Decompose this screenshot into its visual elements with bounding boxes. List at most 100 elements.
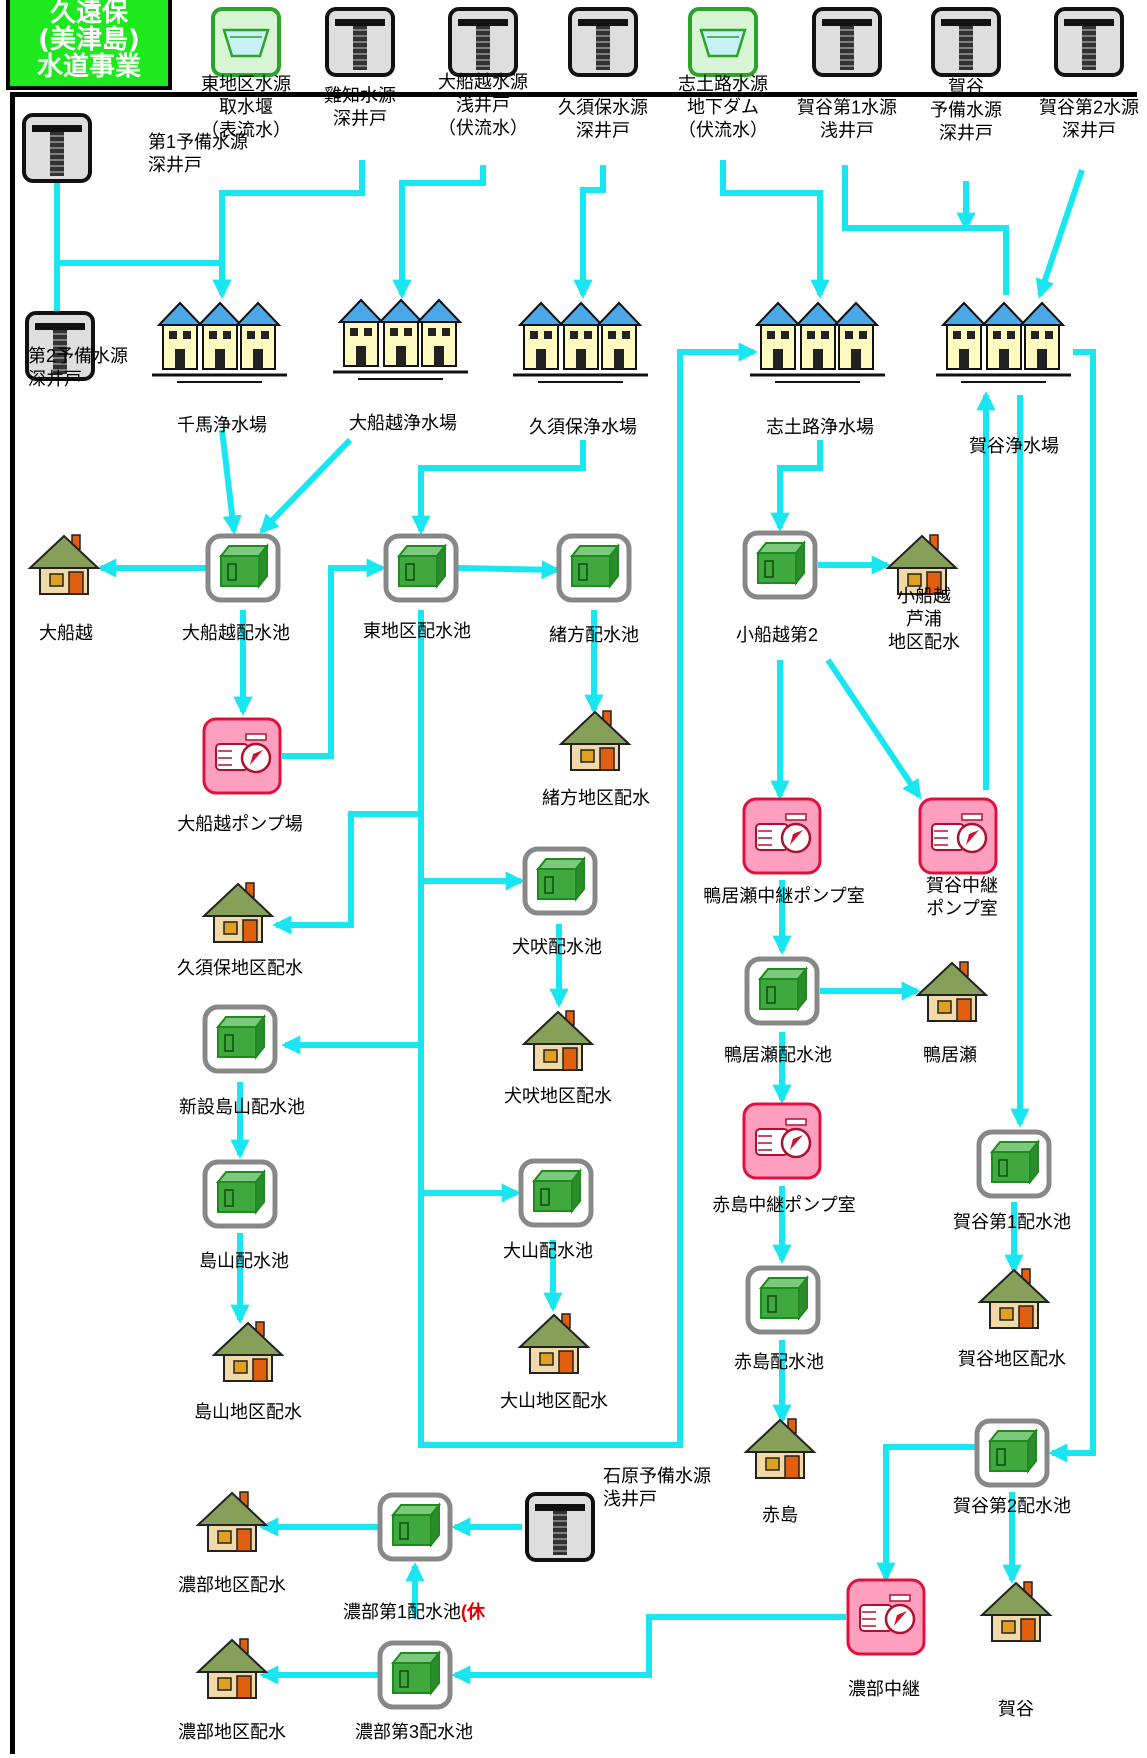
src-kaya2-label: 賀谷第2水源 bbox=[1039, 97, 1139, 117]
dist-oyama: 大山地区配水 bbox=[500, 1313, 608, 1411]
pipe bbox=[825, 658, 922, 800]
dist-nobu3: 濃部地区配水 bbox=[178, 1638, 286, 1742]
dist-kusubo-label: 久須保地区配水 bbox=[177, 958, 303, 978]
pump-akashima: 赤島中継ポンプ室 bbox=[712, 1102, 856, 1215]
res-kaya2-icon bbox=[974, 1418, 1050, 1488]
pipe bbox=[1035, 169, 1085, 299]
res-ofunakoshi-icon bbox=[205, 533, 281, 603]
src-ofunakoshi-label: （伏流水） bbox=[438, 118, 528, 138]
src-ofunakoshi-label: 浅井戸 bbox=[456, 95, 510, 115]
system-frame bbox=[10, 92, 1137, 1754]
res-kamoise-label: 鴨居瀬配水池 bbox=[724, 1045, 832, 1065]
res-shinsetsu: 新設島山配水池 bbox=[179, 1004, 305, 1117]
dist-kofunakoshi-label: 小船越 bbox=[897, 586, 951, 606]
pipe bbox=[411, 440, 586, 535]
src-higashi-label: 取水堰 bbox=[219, 97, 273, 117]
pump-akashima-icon bbox=[742, 1102, 822, 1180]
pipe bbox=[451, 1614, 846, 1685]
pipe-layer bbox=[54, 160, 1096, 1685]
src-shitoro-label: 志土路水源 bbox=[678, 74, 768, 94]
src-kaya2-icon bbox=[1054, 7, 1124, 77]
dist-nobu3-icon bbox=[195, 1638, 269, 1699]
res-ogata-icon bbox=[556, 533, 632, 603]
src-yobi1-label: 深井戸 bbox=[148, 155, 202, 175]
pump-ofunakoshi: 大船越ポンプ場 bbox=[177, 717, 303, 834]
res-kamoise: 鴨居瀬配水池 bbox=[724, 956, 832, 1065]
pump-ofunakoshi-label: 大船越ポンプ場 bbox=[177, 814, 302, 834]
plant-chiuma: 千馬浄水場 bbox=[152, 301, 287, 435]
dist-nobu3-label: 濃部地区配水 bbox=[178, 1722, 286, 1742]
res-oyama-icon bbox=[518, 1158, 594, 1228]
src-higashi-label: （表流水） bbox=[201, 120, 291, 140]
pipe bbox=[720, 160, 830, 299]
pump-kaya-icon bbox=[918, 797, 998, 875]
src-shitoro-label: （伏流水） bbox=[678, 120, 768, 140]
pipe bbox=[272, 811, 421, 935]
plant-shitoro: 志土路浄水場 bbox=[750, 301, 885, 437]
dist-shimayama: 島山地区配水 bbox=[194, 1321, 302, 1422]
res-akashima-icon bbox=[745, 1265, 821, 1335]
res-ogata: 緒方配水池 bbox=[549, 533, 639, 645]
res-inubuki-label: 犬吠配水池 bbox=[512, 937, 602, 957]
res-shimayama-label: 島山配水池 bbox=[199, 1251, 289, 1271]
dist-ofunakoshi: 大船越 bbox=[27, 534, 101, 643]
src-ofunakoshi-icon bbox=[448, 7, 518, 77]
res-higashi: 東地区配水池 bbox=[363, 533, 471, 641]
plant-kusubo-label: 久須保浄水場 bbox=[529, 417, 637, 437]
title-line-1: 久遠保 bbox=[49, 0, 128, 28]
dist-ofunakoshi-label: 大船越 bbox=[39, 623, 93, 643]
res-shinsetsu-label: 新設島山配水池 bbox=[179, 1097, 305, 1117]
dist-kaya-area-icon bbox=[977, 1268, 1051, 1329]
plant-shitoro-icon bbox=[750, 301, 885, 383]
dist-kamoise-icon bbox=[915, 961, 989, 1022]
pump-kamoise-label: 鴨居瀬中継ポンプ室 bbox=[703, 886, 864, 906]
pipe bbox=[457, 560, 561, 580]
res-inubuki: 犬吠配水池 bbox=[512, 846, 602, 957]
dist-nobu1-label: 濃部地区配水 bbox=[178, 1575, 286, 1595]
dist-ogata-icon bbox=[558, 710, 632, 771]
res-kaya1: 賀谷第1配水池 bbox=[953, 1129, 1071, 1232]
plant-kusubo: 久須保浄水場 bbox=[513, 301, 648, 437]
pump-akashima-label: 赤島中継ポンプ室 bbox=[712, 1195, 855, 1215]
res-nobu1-status: (休 bbox=[461, 1601, 486, 1622]
src-kusubo-icon bbox=[568, 7, 638, 77]
pipe bbox=[842, 165, 1009, 295]
pump-kaya-label: 賀谷中継 bbox=[926, 875, 998, 895]
res-nobu3-label: 濃部第3配水池 bbox=[355, 1722, 473, 1742]
res-oyama-label: 大山配水池 bbox=[503, 1241, 593, 1261]
res-higashi-icon bbox=[383, 533, 459, 603]
pump-ofunakoshi-icon bbox=[202, 717, 282, 795]
dist-kofunakoshi-label: 地区配水 bbox=[888, 632, 960, 652]
src-kaya-yobi-label: 賀谷 bbox=[948, 77, 984, 97]
src-kaya1-label: 浅井戸 bbox=[820, 120, 874, 140]
plant-ofunakoshi-label: 大船越浄水場 bbox=[349, 413, 457, 433]
res-inubuki-icon bbox=[522, 846, 598, 916]
res-kaya1-icon bbox=[976, 1129, 1052, 1199]
res-kamoise-icon bbox=[744, 956, 820, 1026]
pump-kamoise: 鴨居瀬中継ポンプ室 bbox=[703, 797, 865, 906]
plant-chiuma-label: 千馬浄水場 bbox=[177, 415, 267, 435]
pipe bbox=[54, 181, 232, 299]
pipe bbox=[212, 160, 365, 299]
pipe bbox=[418, 342, 758, 1448]
pump-kamoise-icon bbox=[742, 797, 822, 875]
dist-shimayama-label: 島山地区配水 bbox=[194, 1402, 302, 1422]
src-kiji-label: 雞知水源 bbox=[324, 85, 396, 105]
dist-kamoise-label: 鴨居瀬 bbox=[923, 1045, 977, 1065]
res-kofunakoshi2-label: 小船越第2 bbox=[736, 625, 818, 645]
dist-kamoise: 鴨居瀬 bbox=[915, 961, 989, 1065]
node-layer: 東地区水源取水堰（表流水）雞知水源深井戸大船越水源浅井戸（伏流水）久須保水源深井… bbox=[22, 7, 1139, 1742]
src-kiji-label: 深井戸 bbox=[333, 108, 387, 128]
dist-kaya-icon bbox=[979, 1581, 1053, 1642]
pipe bbox=[392, 165, 486, 299]
dist-kofunakoshi-label: 芦浦 bbox=[906, 609, 942, 629]
